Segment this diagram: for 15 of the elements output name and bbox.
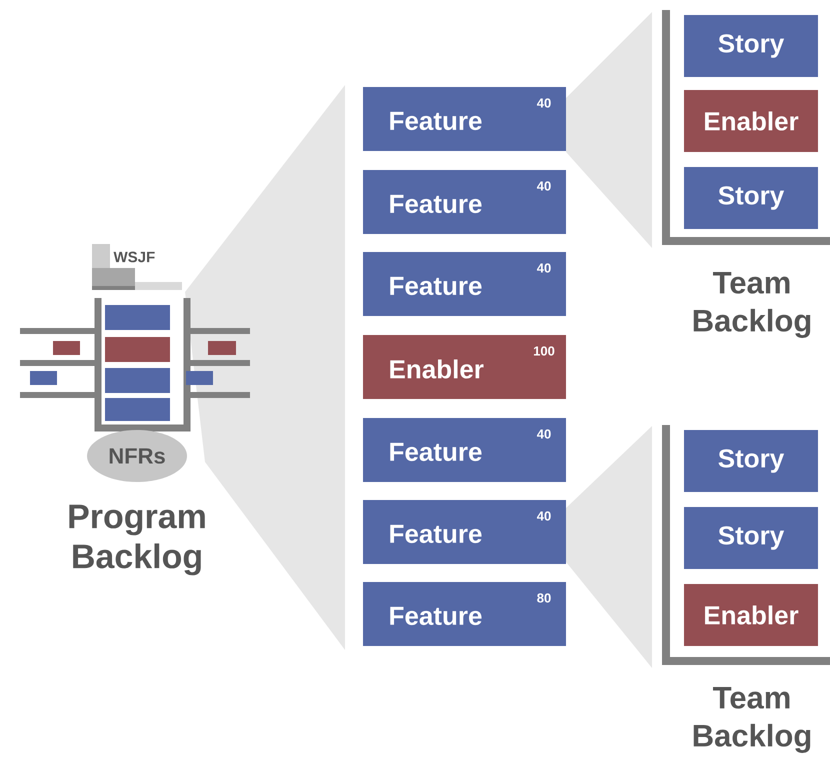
feature-card: Enabler 100 (363, 335, 566, 399)
feature-card: Feature 40 (363, 418, 566, 482)
feature-card: Feature 40 (363, 252, 566, 316)
backlog-title: Program Backlog (69, 504, 205, 576)
backlog-label: WSJF (114, 252, 155, 262)
story-card: Enabler (684, 584, 818, 646)
story-card: Enabler (684, 90, 818, 152)
feature-card: Feature 40 (363, 170, 566, 234)
story-card: Story (684, 167, 818, 229)
story-card: Story (684, 15, 818, 77)
feature-card: Feature 40 (363, 87, 566, 151)
feature-card: Feature 40 (363, 500, 566, 564)
story-card: Story (684, 507, 818, 569)
feature-card: Feature 80 (363, 582, 566, 646)
story-card: Story (684, 430, 818, 492)
